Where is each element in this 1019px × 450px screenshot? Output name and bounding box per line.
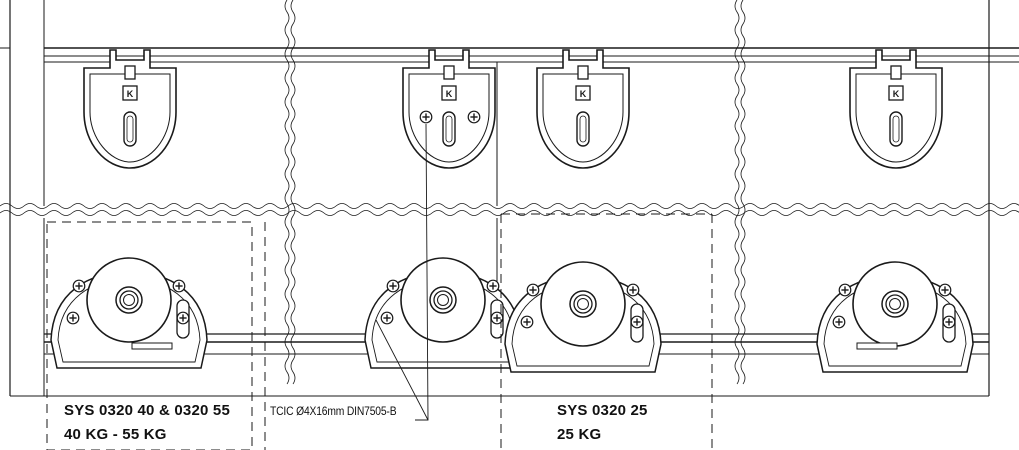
left-model-title: SYS 0320 40 & 0320 55 — [64, 402, 230, 419]
roller-unit-1 — [51, 258, 207, 368]
roller-unit-3 — [505, 262, 661, 372]
vertical-break-2 — [734, 0, 746, 385]
screw-icon — [419, 110, 433, 124]
left-model-weight: 40 KG - 55 KG — [64, 426, 167, 443]
callout-leaders — [375, 123, 429, 421]
top-bracket-3 — [536, 49, 630, 169]
dimension-frames — [46, 213, 713, 450]
top-bracket-1 — [83, 49, 177, 169]
top-track — [0, 0, 1019, 206]
roller-unit-2 — [365, 258, 521, 368]
top-bracket-4 — [849, 49, 943, 169]
screw-icon — [467, 110, 481, 124]
screw-callout-label: TCIC Ø4X16mm DIN7505-B — [270, 404, 397, 418]
right-model-weight: 25 KG — [557, 426, 602, 443]
roller-unit-4 — [817, 262, 973, 372]
vertical-break-1 — [284, 0, 296, 385]
right-model-title: SYS 0320 25 — [557, 402, 648, 419]
top-bracket-2 — [402, 49, 496, 169]
